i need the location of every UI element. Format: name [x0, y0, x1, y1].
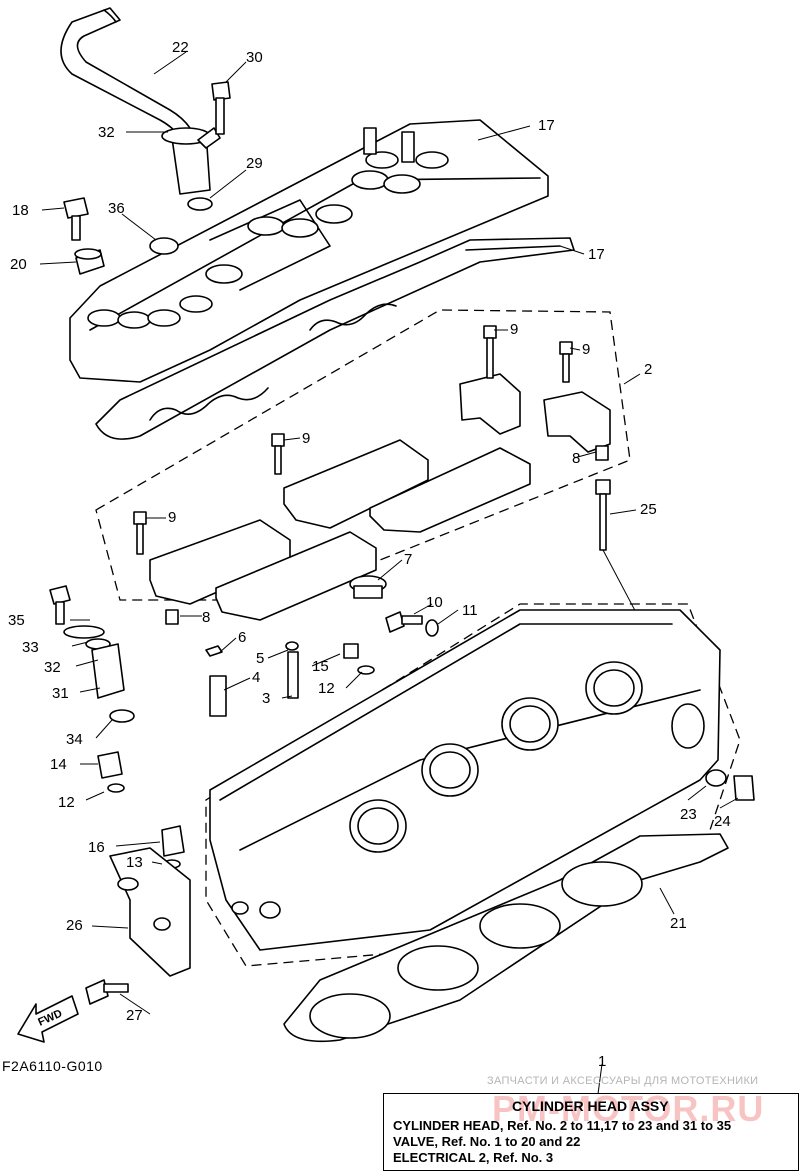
grommet-20 [74, 248, 105, 275]
callout-9a: 9 [510, 321, 518, 338]
callout-8a: 8 [572, 450, 580, 467]
callout-labels: 22 30 32 29 17 18 36 20 17 9 9 2 9 8 25 … [8, 39, 731, 1070]
callout-30: 32 [98, 124, 115, 141]
callout-28: 29 [246, 155, 263, 172]
callout-23: 24 [714, 813, 731, 830]
callout-35: 35 [8, 612, 25, 629]
callout-10: 10 [426, 594, 443, 611]
callout-18: 17 [588, 246, 605, 263]
assembly-title: CYLINDER HEAD ASSY [512, 1098, 669, 1114]
bolt-10 [385, 611, 423, 633]
callout-36: 36 [108, 200, 125, 217]
callout-33: 33 [22, 639, 39, 656]
callout-19: 18 [12, 202, 29, 219]
head-cover [69, 119, 549, 383]
washer-22 [705, 769, 727, 787]
callout-6: 6 [238, 629, 246, 646]
assembly-line-electrical: ELECTRICAL 2, Ref. No. 3 [393, 1150, 554, 1165]
callout-13: 13 [126, 854, 143, 871]
callout-4: 4 [252, 669, 260, 686]
callout-26: 27 [126, 1007, 143, 1024]
washer-11 [425, 619, 439, 637]
callout-9c: 9 [302, 430, 310, 447]
callout-7: 7 [404, 551, 412, 568]
cam-cap-lower [149, 519, 377, 625]
callout-1: 1 [598, 1053, 606, 1070]
cover-gasket [95, 237, 575, 440]
callout-17: 17 [538, 117, 555, 134]
assembly-line-valve: VALVE, Ref. No. 1 to 20 and 22 [393, 1134, 581, 1149]
assembly-line-cylinder-head: CYLINDER HEAD, Ref. No. 2 to 11,17 to 23… [393, 1118, 732, 1133]
bracket-25 [109, 847, 191, 977]
fwd-arrow: FWD [17, 995, 79, 1043]
callout-27: 22 [172, 39, 189, 56]
callout-29: 30 [246, 49, 263, 66]
callout-9d: 9 [168, 509, 176, 526]
bolt-26 [85, 979, 129, 1005]
callout-15: 15 [312, 658, 329, 675]
callout-8b: 8 [202, 609, 210, 626]
breather-fitting [161, 127, 221, 195]
cam-cap-upper-right [459, 373, 611, 461]
callout-12b: 12 [58, 794, 75, 811]
callout-32: 32 [44, 659, 61, 676]
callout-31: 31 [52, 685, 69, 702]
o-ring-28 [187, 197, 213, 211]
assembly-legend: CYLINDER HEAD ASSY CYLINDER HEAD, Ref. N… [383, 1093, 799, 1171]
callout-34: 34 [66, 731, 83, 748]
callout-5: 5 [256, 650, 264, 667]
bolt-19 [63, 197, 89, 241]
callout-14: 14 [50, 756, 67, 773]
bolt-29 [211, 81, 231, 135]
callout-16: 16 [88, 839, 105, 856]
callout-25: 26 [66, 917, 83, 934]
breather-hose [60, 7, 197, 147]
bolt-24 [595, 479, 641, 621]
callout-3: 3 [262, 690, 270, 707]
plug-23 [733, 775, 755, 801]
callout-2: 2 [644, 361, 652, 378]
cam-cap-middle [283, 439, 531, 533]
callout-20: 20 [10, 256, 27, 273]
left-side-parts [49, 585, 185, 869]
watermark-caption: ЗАПЧАСТИ И АКСЕССУАРЫ ДЛЯ МОТОТЕХНИКИ [487, 1075, 759, 1087]
leader-lines [39, 51, 739, 1095]
head-gasket [283, 833, 729, 1043]
callout-22: 23 [680, 806, 697, 823]
cap-36 [149, 237, 179, 255]
callout-12a: 12 [318, 680, 335, 697]
watermark-logo: PM-MOTOR.RU [492, 1088, 765, 1129]
valve-parts [205, 641, 375, 717]
callout-24: 25 [640, 501, 657, 518]
filler-plug-7 [349, 575, 387, 599]
drawing-code: F2A6110-G010 [2, 1058, 103, 1074]
callout-11: 11 [462, 602, 478, 619]
callout-9b: 9 [582, 341, 590, 358]
callout-21: 21 [670, 915, 687, 932]
cylinder-head [209, 609, 721, 951]
